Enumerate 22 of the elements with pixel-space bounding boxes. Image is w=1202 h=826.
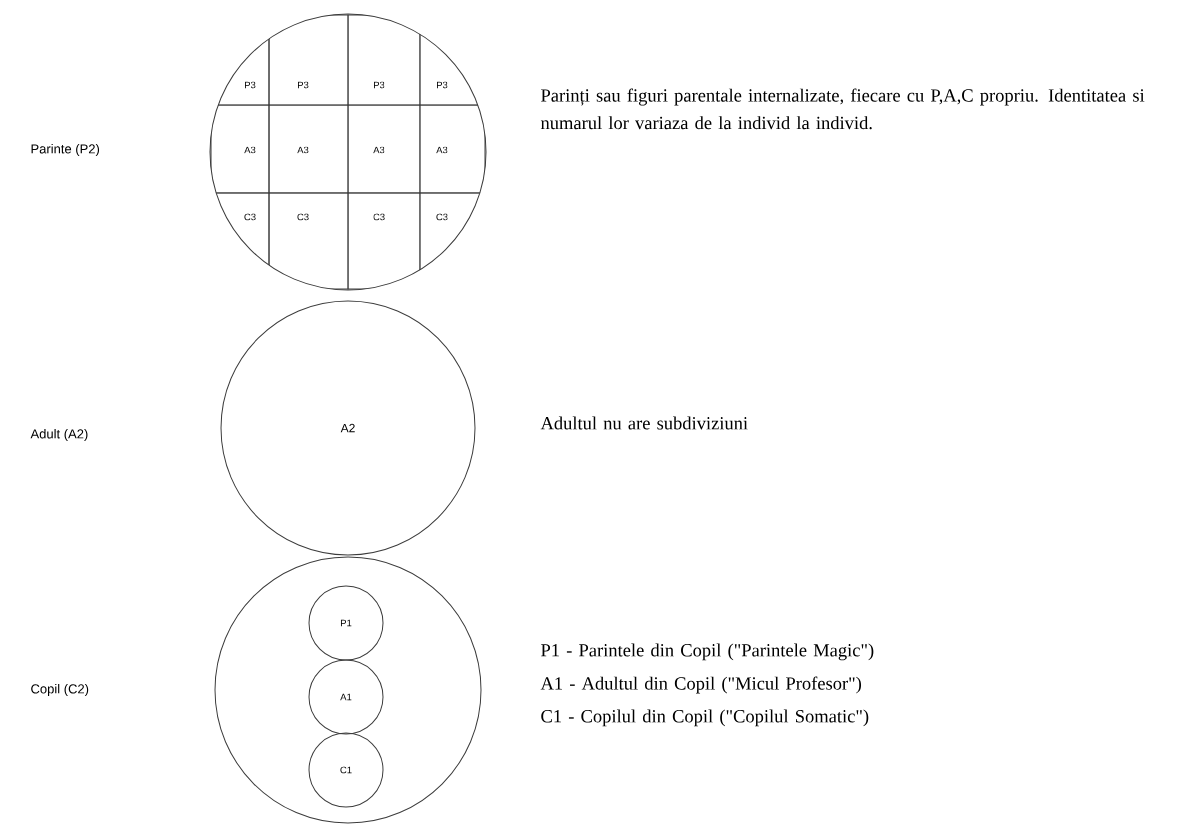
description-text: Adultul nu are subdiviziuni (540, 416, 748, 430)
side-label: Adult (A2) (30, 428, 88, 442)
side-label: Copil (C2) (31, 683, 89, 697)
description-text: P1 - Parintele din Copil ("Parintele Magic") (541, 643, 874, 661)
grid-cell: C3 (419, 192, 486, 290)
circle (214, 556, 482, 824)
grid-cell: C3 (210, 192, 270, 290)
grid-cell: P3 (268, 14, 349, 106)
grid-cell: P3 (210, 14, 270, 106)
circle (209, 13, 487, 291)
grid-cell: A3 (268, 104, 349, 194)
grid-cell: P3 (419, 14, 486, 106)
description-text: C1 - Copilul din Copil ("Copilul Somatic") (541, 709, 869, 727)
grid-cell: A3 (419, 104, 486, 194)
grid-cell: C3 (347, 192, 421, 290)
grid-cell: A3 (210, 104, 270, 194)
grid-cell: A3 (347, 104, 421, 194)
description-text: A1 - Adultul din Copil ("Micul Profesor") (540, 676, 862, 694)
side-label: Parinte (P2) (31, 143, 100, 157)
description-text: Parinți sau figuri parentale internalizate, fiecare cu P,A,C propriu. Identitatea si numarul lor variaza de la individ la individ. (540, 88, 1145, 130)
grid-cell: P3 (347, 14, 421, 106)
grid-cell: C3 (268, 192, 349, 290)
